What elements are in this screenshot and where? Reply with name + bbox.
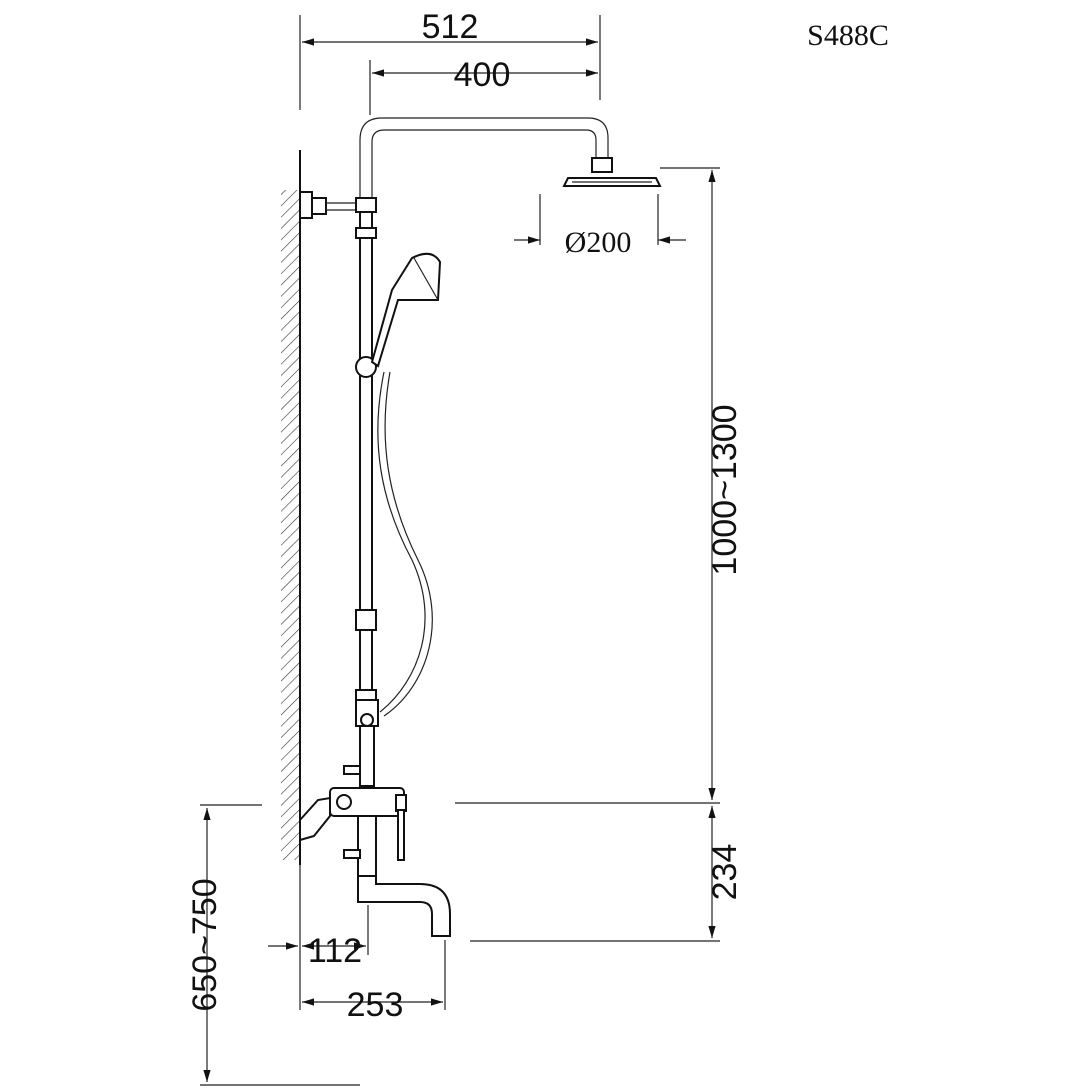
- dim-head-diameter-label: Ø200: [565, 226, 632, 259]
- dimension-head-diameter: Ø200: [514, 194, 686, 259]
- dim-mixer-height-label: 650~750: [186, 878, 224, 1011]
- hand-shower: [370, 252, 442, 368]
- dimension-height: 1000~1300: [455, 167, 744, 804]
- dimension-spout-height: 234: [470, 806, 744, 942]
- dimension-400: 400: [369, 56, 598, 115]
- dim-wall-offset-label: 112: [308, 932, 362, 970]
- dim-512-label: 512: [422, 8, 479, 46]
- shower-arm: [359, 117, 662, 200]
- dimension-mixer-height: 650~750: [186, 804, 360, 1086]
- mixer-valve: [299, 699, 451, 937]
- dim-spout-reach-label: 253: [347, 986, 404, 1024]
- dimension-spout-reach: 253: [302, 940, 446, 1024]
- riser-rail: [355, 211, 377, 703]
- shower-hose: [377, 371, 426, 713]
- dim-height-label: 1000~1300: [706, 404, 744, 575]
- wall-bracket: [299, 191, 377, 219]
- dimension-wall-offset: 112: [268, 865, 369, 1010]
- model-number: S488C: [807, 19, 889, 52]
- wall: [281, 150, 301, 865]
- dimension-512: 512: [299, 8, 601, 110]
- dim-400-label: 400: [454, 56, 511, 94]
- dim-spout-height-label: 234: [706, 844, 744, 901]
